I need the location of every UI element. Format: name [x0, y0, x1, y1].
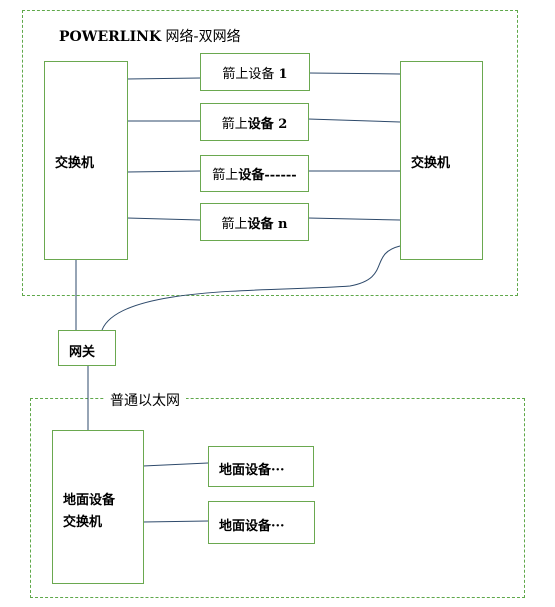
- onboard-device-2: 箭上设备 2: [200, 103, 309, 141]
- link-device-1-right: [308, 72, 401, 75]
- network-title: POWERLINK 网络-双网络: [59, 26, 241, 46]
- link-right-switch-gateway: [101, 245, 401, 331]
- link-left-device-4: [126, 217, 201, 221]
- ethernet-label: 普通以太网: [104, 390, 186, 410]
- link-device-2-right: [307, 118, 401, 123]
- ground-device-2: 地面设备···: [208, 501, 315, 544]
- right-switch: 交换机: [400, 61, 483, 260]
- device-1-suffix: 1: [278, 66, 288, 82]
- link-ground-switch-device-2: [142, 520, 209, 523]
- ground-device-1: 地面设备···: [208, 446, 314, 487]
- left-switch: 交换机: [44, 61, 128, 260]
- powerlink-region: [22, 10, 518, 296]
- link-device-4-right: [307, 217, 401, 221]
- ground-switch-label-2: 交换机: [63, 515, 103, 530]
- link-left-device-3: [126, 170, 201, 173]
- onboard-device-1: 箭上设备 1: [200, 53, 310, 91]
- ethernet-region: [30, 398, 525, 598]
- ground-switch: 地面设备 交换机: [52, 430, 144, 584]
- link-left-device-1: [126, 77, 201, 80]
- device-1-prefix: 箭上设备: [222, 66, 279, 82]
- gateway-label: 网关: [69, 345, 96, 360]
- device-3-suffix: 设备------: [238, 168, 297, 183]
- ground-device-2-label: 地面设备···: [219, 519, 285, 534]
- device-4-suffix: 设备 n: [247, 216, 288, 232]
- device-3-prefix: 箭上: [212, 168, 239, 183]
- device-2-prefix: 箭上: [221, 116, 248, 132]
- ground-device-1-label: 地面设备···: [219, 463, 285, 478]
- gateway: 网关: [58, 330, 116, 366]
- link-ground-switch-device-1: [142, 462, 209, 467]
- title-suffix: 网络-双网络: [161, 29, 241, 45]
- ground-switch-label-1: 地面设备: [63, 493, 116, 508]
- onboard-device-3: 箭上设备------: [200, 155, 309, 192]
- title-brand: POWERLINK: [59, 29, 162, 45]
- onboard-device-4: 箭上设备 n: [200, 203, 309, 241]
- left-switch-label: 交换机: [55, 156, 95, 171]
- right-switch-label: 交换机: [411, 156, 451, 171]
- device-2-suffix: 设备 2: [247, 116, 288, 132]
- device-4-prefix: 箭上: [221, 216, 248, 232]
